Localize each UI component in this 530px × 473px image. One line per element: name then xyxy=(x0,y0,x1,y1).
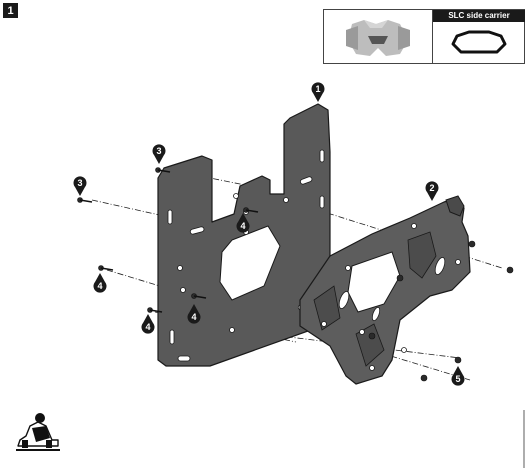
screw-icon xyxy=(243,207,259,213)
svg-text:2: 2 xyxy=(429,183,434,193)
svg-text:4: 4 xyxy=(97,281,102,291)
svg-text:4: 4 xyxy=(191,312,196,322)
nut-icon xyxy=(396,274,404,282)
step-number-badge: 1 xyxy=(3,3,18,18)
nut-icon xyxy=(368,332,376,340)
callout-5: 5 xyxy=(451,366,465,386)
callout-4b: 4 xyxy=(93,273,107,293)
legend-title: SLC side carrier xyxy=(433,10,525,22)
nut-icon xyxy=(506,266,514,274)
screws xyxy=(77,167,259,313)
nut-icon xyxy=(454,356,462,364)
callout-4d: 4 xyxy=(141,314,155,334)
svg-text:5: 5 xyxy=(455,374,460,384)
legend-icon-cell xyxy=(433,22,525,63)
plate-cutout xyxy=(219,225,281,301)
callout-4a: 4 xyxy=(236,213,250,233)
screw-icon xyxy=(77,197,93,203)
callout-1: 1 xyxy=(311,82,325,102)
callout-4c: 4 xyxy=(187,304,201,324)
legend-box: SLC side carrier xyxy=(323,9,525,64)
svg-text:4: 4 xyxy=(145,322,150,332)
motorcycle-stand-icon xyxy=(16,413,60,451)
callout-3a: 3 xyxy=(152,144,166,164)
screw-icon xyxy=(155,167,171,173)
legend-carrier-preview-icon xyxy=(346,20,410,56)
svg-text:3: 3 xyxy=(156,146,161,156)
svg-text:4: 4 xyxy=(240,221,245,231)
nuts xyxy=(368,240,514,382)
screw-icon xyxy=(191,293,207,299)
nut-icon xyxy=(468,240,476,248)
slc-carrier-outline-icon xyxy=(451,30,507,54)
legend-preview xyxy=(324,10,433,63)
base-plate xyxy=(157,103,331,367)
callout-2: 2 xyxy=(425,181,439,201)
screw-icon xyxy=(98,265,114,271)
svg-text:3: 3 xyxy=(77,178,82,188)
screw-icon xyxy=(147,307,163,313)
svg-text:1: 1 xyxy=(315,84,320,94)
side-carrier xyxy=(299,195,471,385)
nut-icon xyxy=(420,374,428,382)
callout-3b: 3 xyxy=(73,176,87,196)
